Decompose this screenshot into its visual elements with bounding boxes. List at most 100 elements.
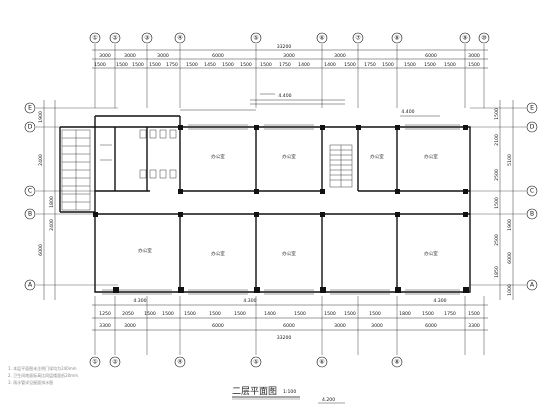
- subdim-text: 1500: [132, 62, 144, 68]
- dim-text: 2400: [49, 219, 55, 231]
- axis-bubble: [352, 32, 364, 44]
- axis-label: D: [28, 124, 33, 131]
- room-label: 办公室: [370, 153, 384, 160]
- dim-text: 6000: [507, 252, 513, 264]
- dim-text: 2100: [494, 134, 500, 146]
- subdim-text: 1500: [468, 62, 480, 68]
- interior-stair: [329, 144, 353, 188]
- subdim-text: 1500: [209, 311, 221, 317]
- dim-text: 5100: [507, 154, 513, 166]
- dim-text: 3300: [99, 323, 111, 329]
- subdim-text: 1500: [234, 311, 246, 317]
- subdim-text: 1800: [399, 311, 411, 317]
- subdim-text: 1500: [468, 311, 480, 317]
- note-line: 3. 雨水管详见屋面排水图: [8, 379, 53, 385]
- subdim-text: 1500: [444, 62, 456, 68]
- subdim-text: 1500: [344, 62, 356, 68]
- axis-label: C: [28, 188, 32, 195]
- subdim-text: 1500: [149, 62, 161, 68]
- elevation-label: 4.400: [278, 93, 291, 99]
- columns: [93, 125, 469, 293]
- subdim-text: 1250: [99, 311, 111, 317]
- drawing-title: 二层平面图 1:100 4.200: [232, 386, 345, 404]
- room-label: 办公室: [282, 153, 296, 160]
- total-length: 33200: [277, 335, 292, 341]
- subdim-text: 1750: [444, 311, 456, 317]
- scale-text: 1:100: [283, 389, 296, 395]
- axis-label: ⑥: [319, 35, 324, 42]
- subdim-text: 1750: [279, 62, 291, 68]
- subdim-text: 1750: [364, 62, 376, 68]
- dim-text: 3000: [124, 53, 136, 59]
- axis-label: ⑧: [394, 359, 399, 366]
- dim-text: 1850: [494, 266, 500, 278]
- axis-label: ③: [144, 35, 149, 42]
- axis-bubble: [89, 32, 101, 44]
- exterior-stair: [61, 129, 91, 211]
- axis-label: A: [28, 282, 33, 289]
- axis-label: ⑤: [253, 35, 258, 42]
- subdim-text: 1500: [404, 62, 416, 68]
- title-text: 二层平面图: [232, 386, 277, 397]
- axis-bubble: [478, 32, 490, 44]
- dim-text: 3000: [468, 53, 480, 59]
- axis-label: ⑤: [253, 359, 258, 366]
- axis-label: ①: [92, 35, 97, 42]
- subdim-text: 1500: [222, 62, 234, 68]
- axis-label: B: [530, 211, 534, 218]
- subdim-text: 1500: [144, 311, 156, 317]
- axis-label: ⑩: [481, 35, 486, 42]
- axis-label: ④: [177, 359, 182, 366]
- room-label: 办公室: [424, 250, 438, 257]
- subdim-text: 1750: [166, 62, 178, 68]
- dim-text: 3000: [334, 323, 346, 329]
- axis-bubble: [109, 32, 121, 44]
- dim-text: 3000: [99, 53, 111, 59]
- subdim-text: 1500: [369, 311, 381, 317]
- dim-text: 3000: [157, 53, 169, 59]
- room-label: 办公室: [211, 250, 225, 257]
- level-mark: 4.200: [322, 397, 335, 403]
- elevation-label: 4.300: [433, 298, 446, 304]
- room-label: 办公室: [211, 153, 225, 160]
- canopy-lines: 4.400 4.400: [180, 93, 440, 117]
- elevation-label: 4.300: [243, 298, 256, 304]
- dim-text: 3000: [283, 53, 295, 59]
- dim-text: 1800: [49, 196, 55, 208]
- axis-label: ⑦: [355, 35, 361, 42]
- dim-text: 1900: [507, 219, 513, 231]
- elevation-label: 4.400: [401, 109, 414, 115]
- room-label: 办公室: [424, 153, 438, 160]
- axis-label: C: [530, 188, 534, 195]
- drawing-notes: 1. 本层平面图未注明门垛均为240mm 2. 卫生间地面标高比同层楼面低20m…: [8, 365, 78, 385]
- dim-text: 1900: [38, 111, 44, 123]
- note-line: 2. 卫生间地面标高比同层楼面低20mm: [8, 372, 78, 378]
- subdim-text: 1500: [240, 62, 252, 68]
- dim-text: 6000: [212, 323, 224, 329]
- subdim-text: 1500: [184, 311, 196, 317]
- axis-label: B: [28, 211, 32, 218]
- total-length: 33200: [277, 44, 292, 50]
- subdim-text: 1500: [344, 311, 356, 317]
- dim-text: 1000: [507, 284, 513, 296]
- axis-label: A: [530, 282, 535, 289]
- subdim-text: 1500: [162, 311, 174, 317]
- bottom-dimensions: 4.300 4.300 4.300 1250 2050 1500 1500 15…: [92, 296, 488, 355]
- subdim-text: 1500: [94, 62, 106, 68]
- dim-text: 6000: [38, 244, 44, 256]
- subdim-text: 1500: [260, 62, 272, 68]
- subdim-text: 1500: [382, 62, 394, 68]
- axis-label: ⑨: [462, 35, 467, 42]
- toilet-fixtures: [100, 129, 177, 179]
- axis-label: ②: [112, 35, 118, 42]
- subdim-text: 1500: [186, 62, 198, 68]
- subdim-text: 1400: [324, 62, 336, 68]
- note-line: 1. 本层平面图未注明门垛均为240mm: [8, 365, 77, 371]
- dim-text: 1500: [494, 197, 500, 209]
- room-labels: 办公室 办公室 办公室 办公室 办公室 办公室 办公室 办公室: [138, 153, 438, 257]
- subdim-text: 1500: [116, 62, 128, 68]
- subdim-text: 1500: [424, 62, 436, 68]
- elevation-label: 4.300: [133, 298, 146, 304]
- subdim-text: 1400: [298, 62, 310, 68]
